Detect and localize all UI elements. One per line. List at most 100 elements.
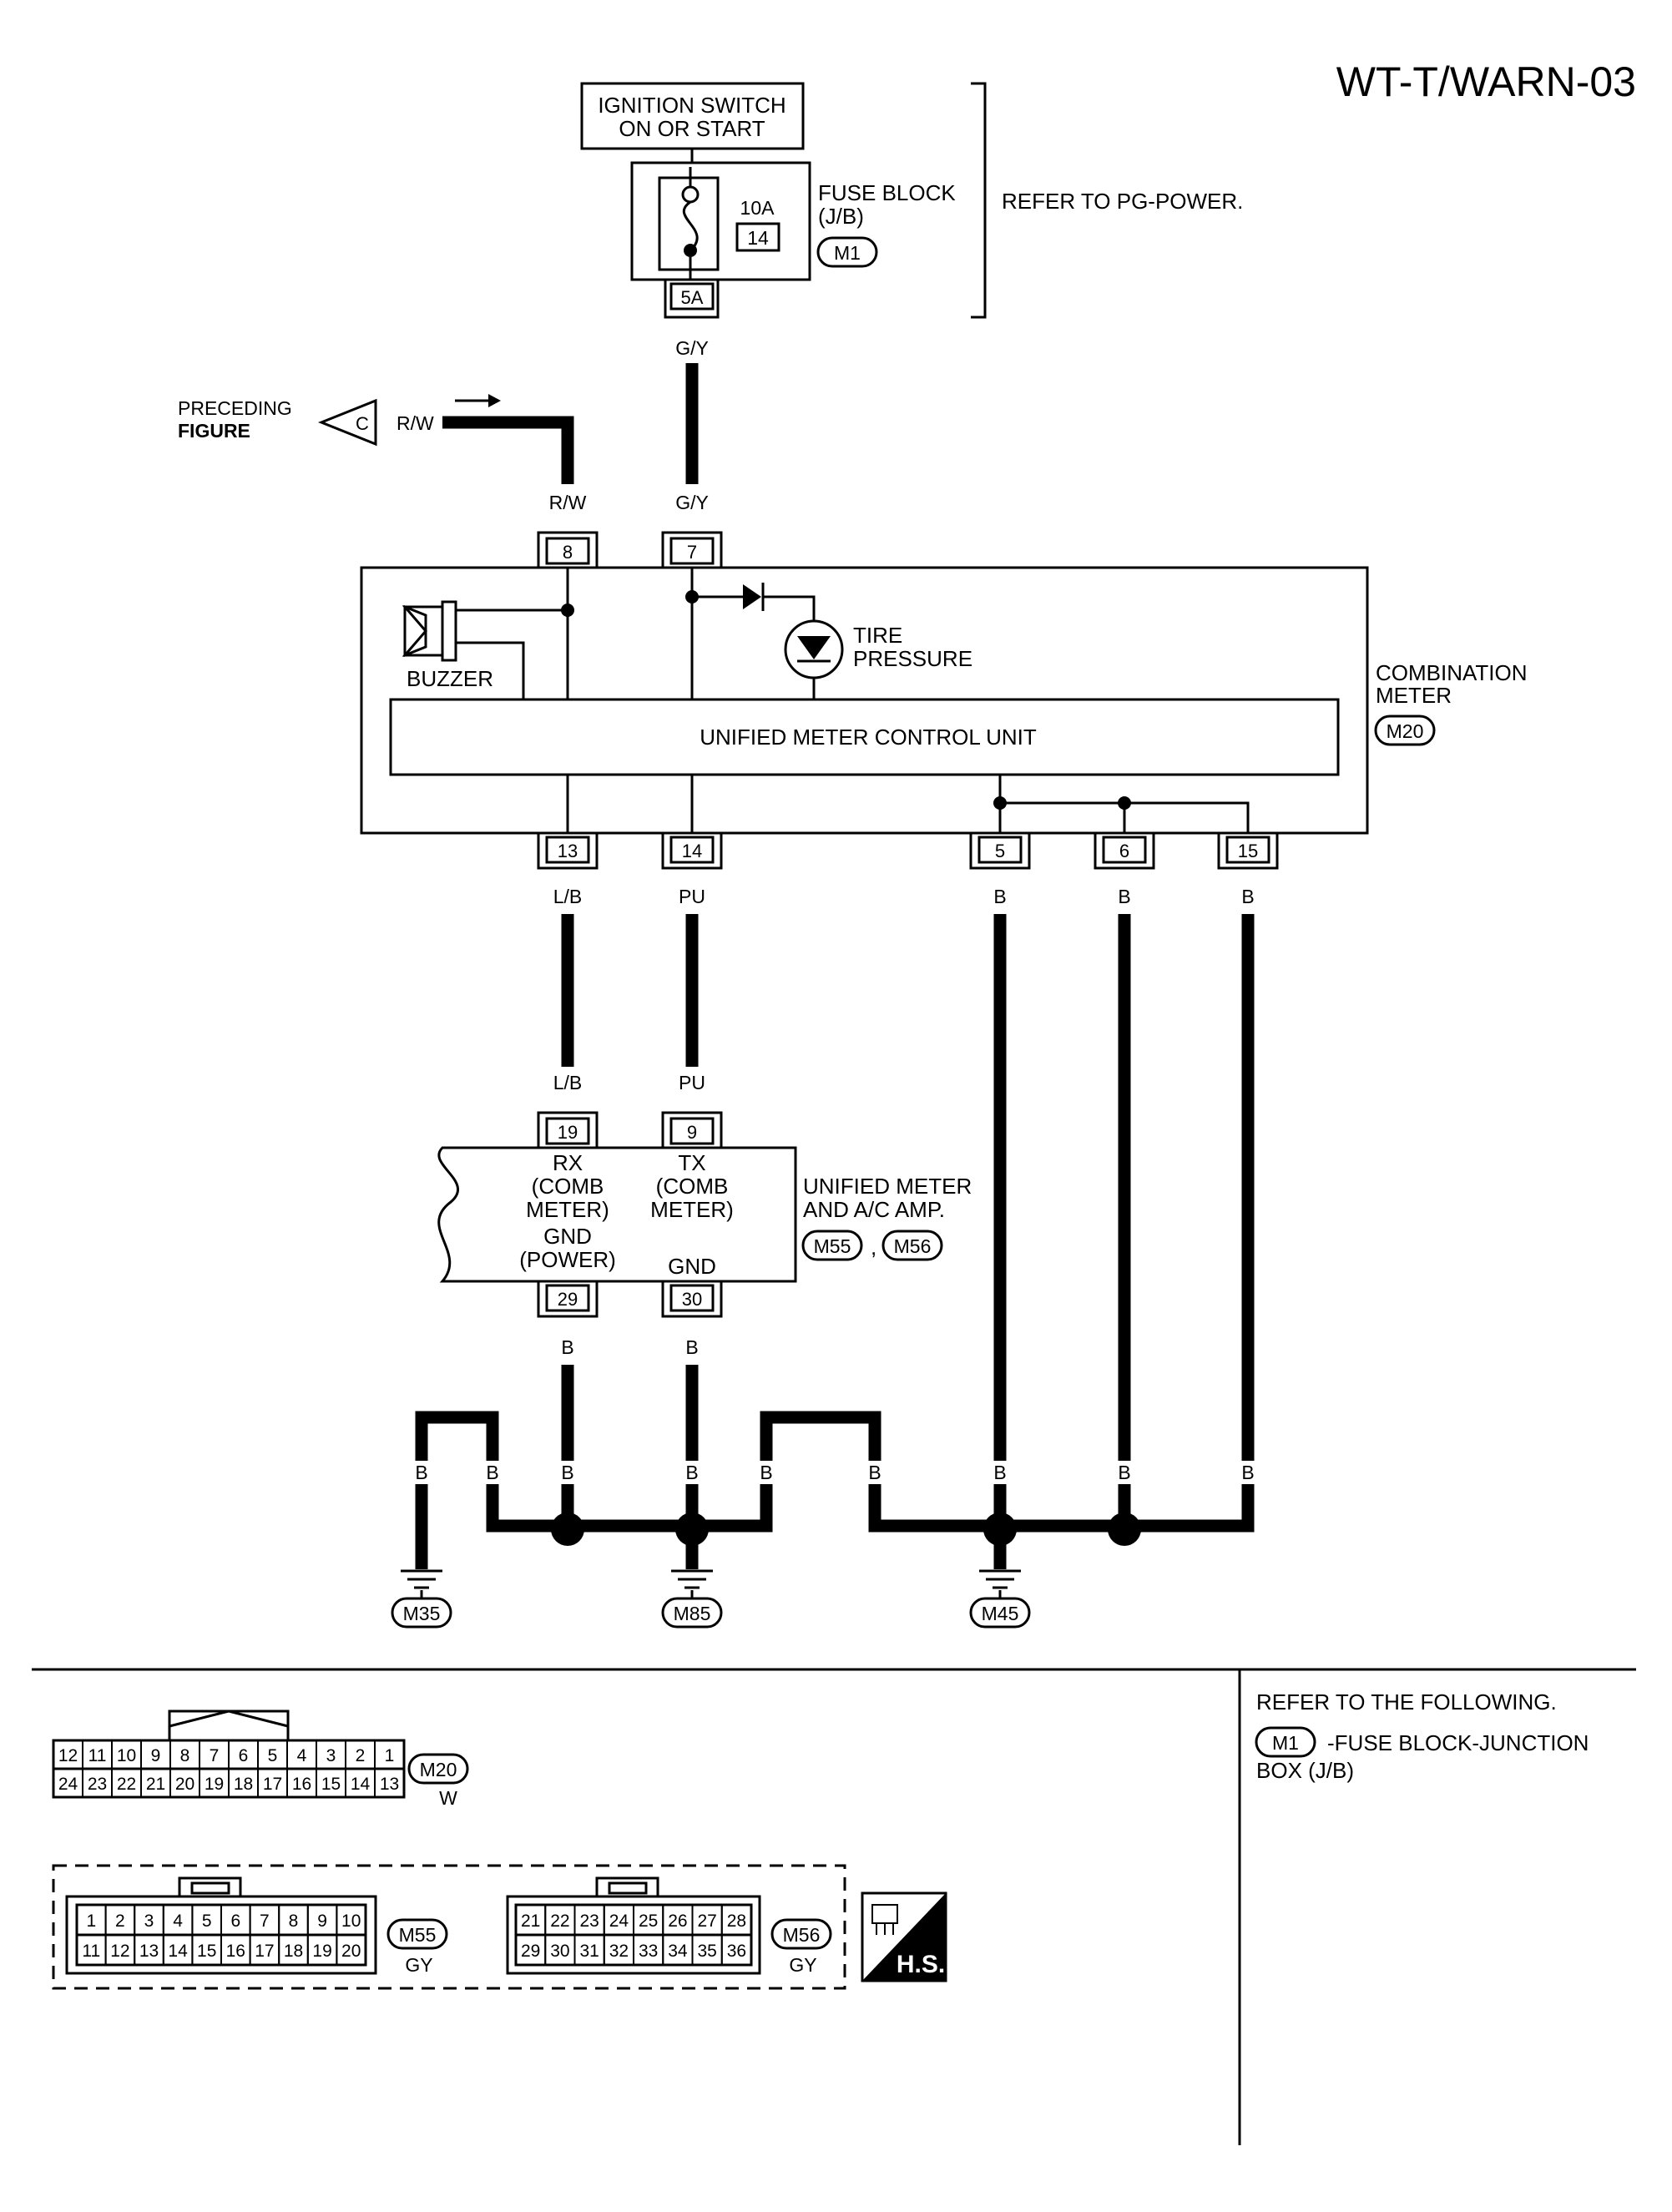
preceding-marker-c: C (356, 413, 369, 434)
m56-pin-35: 35 (697, 1942, 716, 1961)
buzzer-icon (402, 600, 457, 662)
m56-pin-26: 26 (668, 1912, 687, 1931)
gnd-wire-label-9: B (1241, 1462, 1254, 1483)
m55-pin-16: 16 (226, 1942, 245, 1961)
amp-gnd-power-1: GND (543, 1224, 592, 1249)
m56-pin-21: 21 (521, 1912, 540, 1931)
preceding-wire-color: R/W (397, 412, 434, 434)
combination-meter-label-2: METER (1376, 683, 1452, 708)
ground-symbol-m45: M45 (969, 1569, 1031, 1629)
wire-color-pu-upper: PU (679, 886, 705, 907)
gnd-wire-label-1: B (415, 1462, 427, 1483)
m20-pin-2: 2 (356, 1746, 366, 1765)
fuse-connector-m1: M1 (834, 242, 861, 264)
amp-tx-3: METER) (650, 1197, 734, 1222)
m55-pin-19: 19 (312, 1942, 331, 1961)
m55-pin-9: 9 (317, 1912, 327, 1931)
m20-pin-8: 8 (180, 1746, 190, 1765)
m20-pin-16: 16 (292, 1775, 311, 1794)
m55-pin-2: 2 (115, 1912, 125, 1931)
ground-wire-mid (760, 1411, 881, 1452)
control-unit-box (389, 698, 1340, 776)
m55-pin-13: 13 (139, 1942, 159, 1961)
ground-m85: M85 (674, 1603, 711, 1624)
connector-views-enclosure (52, 1864, 846, 1990)
m20-pin-7: 7 (210, 1746, 220, 1765)
refer-following-1: REFER TO THE FOLLOWING. (1256, 1689, 1557, 1715)
tire-pressure-label-1: TIRE (853, 623, 902, 648)
amp-pin19-wire: L/B (553, 1072, 583, 1093)
m20-cell (374, 1768, 405, 1798)
gnd-wire-label-6: B (868, 1462, 881, 1483)
m20-pin-9: 9 (151, 1746, 161, 1765)
m55-pin-5: 5 (202, 1912, 212, 1931)
m20-pin-1: 1 (385, 1746, 395, 1765)
ground-m45: M45 (982, 1603, 1019, 1624)
amp-tx-1: TX (678, 1150, 705, 1175)
meter-pin-7: 7 (687, 542, 697, 563)
meter-pin-8: 8 (563, 542, 573, 563)
m56-pin-34: 34 (668, 1942, 688, 1961)
fuse-block-label-2: (J/B) (818, 204, 864, 229)
amp-pin9-wire: PU (679, 1072, 705, 1093)
m55-pin-4: 4 (173, 1912, 183, 1931)
meter-bottom-pins: 13 14 5 6 15 (537, 833, 1279, 870)
amp-pin30-wire: B (685, 1336, 698, 1358)
ground-bus-left (486, 1452, 773, 1533)
control-unit-label: UNIFIED METER CONTROL UNIT (700, 725, 1037, 750)
m20-pin-11: 11 (88, 1746, 107, 1765)
m20-name: M20 (420, 1759, 457, 1780)
meter-pin-5: 5 (995, 841, 1005, 861)
gnd-wire-label-4: B (685, 1462, 698, 1483)
fuse-number: 14 (747, 227, 769, 249)
amp-gnd: GND (668, 1254, 716, 1279)
m20-pin-12: 12 (58, 1746, 78, 1765)
combination-meter-label-1: COMBINATION (1376, 660, 1528, 685)
ground-wire-labels: B B B B B B B B B (409, 1461, 1260, 1484)
wire-color-b-pin5: B (993, 886, 1006, 907)
gnd-wire-label-5: B (760, 1462, 772, 1483)
meter-pin-14: 14 (682, 841, 702, 861)
preceding-label-1: PRECEDING (178, 397, 292, 419)
amp-label-2: AND A/C AMP. (803, 1197, 945, 1222)
m20-pin-4: 4 (297, 1746, 307, 1765)
m55-pin-8: 8 (289, 1912, 299, 1931)
ignition-switch-box (580, 82, 805, 150)
m20-color: W (439, 1787, 457, 1809)
m20-pin-15: 15 (321, 1775, 341, 1794)
gnd-wire-label-8: B (1118, 1462, 1130, 1483)
meter-pin-6: 6 (1119, 841, 1129, 861)
m55-pin-6: 6 (230, 1912, 240, 1931)
fuse-pin-5a: 5A (681, 287, 704, 308)
amp-connector-m56: M56 (894, 1235, 932, 1257)
m55-pin-10: 10 (341, 1912, 361, 1931)
meter-pin8-wire: R/W (549, 492, 587, 513)
refer-following-3: BOX (J/B) (1256, 1758, 1354, 1783)
buzzer-label: BUZZER (407, 666, 493, 691)
m56-pin-24: 24 (609, 1912, 629, 1931)
refer-following-m1: M1 (1272, 1732, 1299, 1754)
m20-pin-14: 14 (351, 1775, 371, 1794)
amp-box (437, 1146, 797, 1283)
amp-tx-2: (COMB (656, 1174, 729, 1199)
m56-pin-22: 22 (550, 1912, 569, 1931)
m56-cell (720, 1934, 752, 1966)
amp-rx-1: RX (553, 1150, 583, 1175)
fuse-wire-color-upper: G/Y (675, 337, 709, 359)
amp-pin-9: 9 (687, 1122, 697, 1143)
meter-pin-15: 15 (1238, 841, 1258, 861)
wire-color-b-pin6: B (1118, 886, 1130, 907)
hs-label: H.S. (897, 1951, 945, 1978)
ground-wire-m35 (415, 1411, 499, 1452)
m20-pin-13: 13 (380, 1775, 399, 1794)
wire-rw (442, 416, 574, 484)
m56-pin-31: 31 (579, 1942, 599, 1961)
tire-pressure-label-2: PRESSURE (853, 646, 972, 671)
m55-pin-1: 1 (86, 1912, 96, 1931)
m56-pin-33: 33 (639, 1942, 658, 1961)
amp-rx-2: (COMB (532, 1174, 604, 1199)
m20-pin-21: 21 (146, 1775, 165, 1794)
